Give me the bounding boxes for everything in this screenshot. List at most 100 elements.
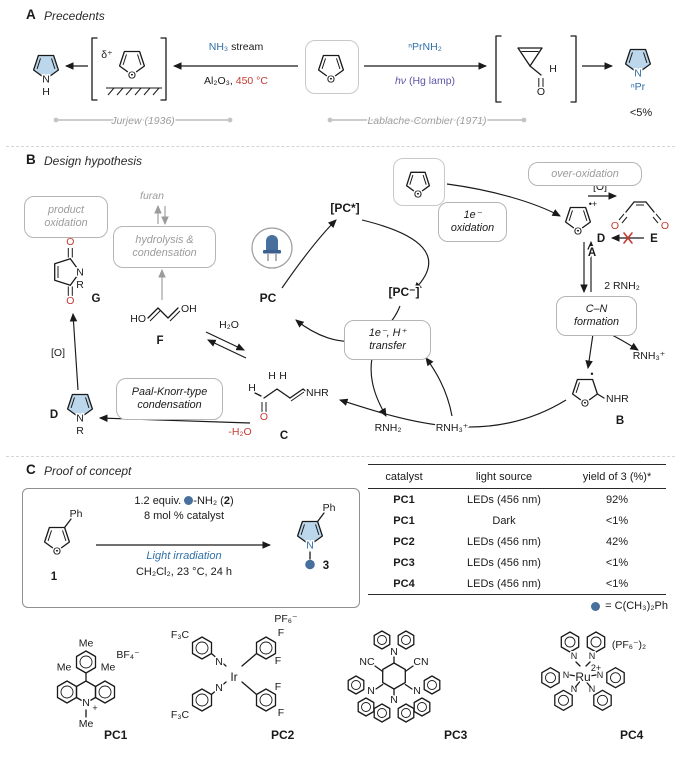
hydrolysis-line2: condensation <box>132 247 197 259</box>
transfer-line1: 1e⁻, H⁺ <box>368 327 407 340</box>
ammonium-label: RNH₃⁺ <box>633 350 666 362</box>
hexafluorophosphate-label: (PF₆⁻)₂ <box>612 639 646 651</box>
dialdehyde-structure: O O <box>609 201 671 234</box>
propyl-label: ⁿPr <box>631 81 646 93</box>
table-header-row: catalyst light source yield of 3 (%)* <box>368 464 666 489</box>
panel-c-label: C <box>26 462 36 477</box>
oxygen-label: O <box>574 226 582 238</box>
dot-legend: = C(CH₃)₂Ph <box>556 600 668 612</box>
hg-lamp-label: (Hg lamp) <box>406 75 455 87</box>
nitrogen-label: N <box>42 74 50 86</box>
nitrile-label: CN <box>413 656 428 668</box>
oxygen-label: O <box>260 411 268 423</box>
quaternary-group-dot <box>305 559 315 570</box>
cf3-label: F₃C <box>171 709 190 721</box>
nh3-label: NH₃ <box>209 41 228 53</box>
nitrogen-label: N <box>589 684 596 694</box>
pc4-ruthenium-structure: N N N N N N Ru 2+ (PF₆⁻)₂ <box>541 631 648 711</box>
conditions-top: NH₃ stream <box>209 41 264 53</box>
furan-cycle-structure: O <box>405 171 431 202</box>
nitrogen-label: N <box>571 651 578 661</box>
light-irradiation-text: Light irradiation <box>146 550 222 562</box>
table-row: PC4 LEDs (456 nm) <1% <box>393 577 629 590</box>
pc3-label: PC3 <box>444 728 468 742</box>
quaternary-group-dot <box>591 601 601 611</box>
nhr-label: NHR <box>606 393 629 405</box>
diol-structure: HO OH <box>129 302 199 327</box>
oxygen-label: O <box>128 70 136 82</box>
maleimide-structure: O O N R <box>54 235 86 309</box>
fluorine-label: F <box>278 627 284 639</box>
r-group-label: R <box>76 279 84 291</box>
adsorbed-furan-intermediate: O δ⁺ <box>91 37 167 101</box>
hydrolysis-box: hydrolysis &condensation <box>113 226 216 268</box>
fluorine-label: F <box>275 655 281 667</box>
reference-lablache: Lablache-Combier (1971) <box>367 115 486 127</box>
oxygen-label: O <box>327 74 335 86</box>
oxidation-step-box: 1e⁻oxidation <box>438 202 507 242</box>
legend-text: = C(CH₃)₂Ph <box>605 600 668 612</box>
hydrolysis-line1: hydrolysis & <box>135 234 194 247</box>
nitrogen-label: N <box>634 68 642 80</box>
pc1-acridinium-structure: N + Me Me Me Me BF₄⁻ <box>55 636 141 732</box>
pc-excited-label: [PC*] <box>330 201 359 215</box>
radical-dot: • <box>590 369 593 379</box>
nitrogen-label: N <box>589 651 596 661</box>
hydrogen-label: H <box>279 370 287 382</box>
propylamine-label: ⁿPrNH₂ <box>408 41 442 53</box>
phenyl-label: Ph <box>323 502 336 514</box>
panel-c-scheme: Ph O 1 Ph N 3 <box>43 501 337 585</box>
header-yield: yield of 3 (%)* <box>582 470 652 483</box>
nitrogen-label: N <box>82 697 90 709</box>
nitrogen-label: N <box>390 646 398 658</box>
over-oxidation-text: over-oxidation <box>551 167 619 180</box>
nhr-label: NHR <box>306 387 329 399</box>
oxygen-label: O <box>414 189 422 201</box>
panel-b-scheme: PC [PC*] [PC⁻] O O •+ A [O] O O D E 2 RN… <box>48 171 671 444</box>
transfer-line2: transfer <box>369 340 406 352</box>
compound-1-number: 1 <box>51 571 58 583</box>
pc-reduced-label: [PC⁻] <box>389 285 420 299</box>
radical-cation-symbol: •+ <box>589 199 597 209</box>
pyrrole-d-structure: N R <box>66 393 94 439</box>
paal-knorr-line1: Paal-Knorr-type <box>131 386 208 399</box>
ho-label: HO <box>130 313 146 325</box>
oxidation-line2: oxidation <box>450 222 495 234</box>
equiv-text: 1.2 equiv. <box>134 495 182 507</box>
furan-substrate-structure: O <box>317 54 345 87</box>
paal-knorr-line2: condensation <box>137 399 202 411</box>
methyl-label: Me <box>101 662 116 674</box>
header-light-source: light source <box>475 470 533 483</box>
nitrogen-label: N <box>563 670 570 680</box>
cf3-label: F₃C <box>171 629 190 641</box>
cn-line2: formation <box>573 316 619 328</box>
amine-text: -NH₂ ( <box>193 495 224 507</box>
pc3-4czipn-structure: NC CN N N N N <box>347 630 441 723</box>
panel-c-title: Proof of concept <box>44 464 132 478</box>
furan-gray-label: furan <box>140 190 164 202</box>
conditions-bottom: Al₂O₃, 450 °C <box>204 75 268 87</box>
hydrogen-label: H <box>42 86 50 98</box>
fluorine-label: F <box>278 707 284 719</box>
plus-charge: + <box>92 703 97 713</box>
oxygen-label: O <box>537 86 545 98</box>
surface-hatching <box>106 87 162 96</box>
oh-label: OH <box>181 303 197 315</box>
r-group-label: R <box>76 425 84 437</box>
tetrafluoroborate-label: BF₄⁻ <box>116 649 140 661</box>
product-oxidation-line2: oxidation <box>44 217 88 229</box>
nitrogen-label: N <box>367 685 375 697</box>
light-conditions: hν (Hg lamp) <box>395 75 455 87</box>
methyl-label: Me <box>57 662 72 674</box>
timeline-right: Lablache-Combier (1971) <box>327 114 527 129</box>
oxidant-label: [O] <box>51 347 65 359</box>
hydrogen-label: H <box>268 370 276 382</box>
solvent-text: CH₂Cl₂, 23 °C, 24 h <box>135 566 233 578</box>
compound-2-number: 2 <box>223 495 230 507</box>
oxygen-label: O <box>53 546 61 558</box>
compound-3-number: 3 <box>323 560 329 572</box>
species-e-label: E <box>650 233 658 245</box>
minus-water-label: -H₂O <box>228 426 251 438</box>
separator-a-b <box>6 146 675 147</box>
